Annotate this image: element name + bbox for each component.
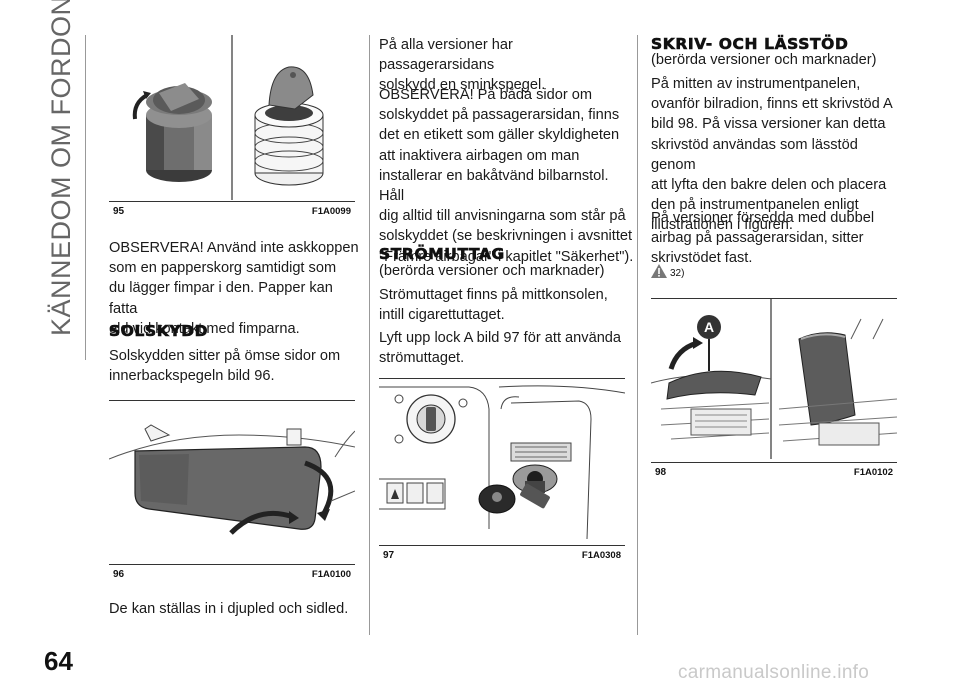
writing-desk-illustration: A — [651, 299, 897, 459]
solskydd-adjust-text: De kan ställas in i djupled och sidled. — [109, 601, 349, 617]
heading-solskydd: SOLSKYDD — [109, 322, 209, 341]
heading-outlet: STRÖMUTTAG — [379, 245, 505, 264]
desk-airbag-text: På versioner försedda med dubbel airbag … — [651, 210, 875, 267]
figure-caption-rule — [651, 462, 897, 463]
warning-reference: 32) — [670, 268, 685, 279]
chapter-side-title: KÄNNEDOM OM FORDONET — [46, 0, 76, 336]
page-number: 64 — [44, 646, 73, 676]
passenger-visor-text: På alla versioner har passagerarsidans s… — [379, 37, 546, 94]
warning-triangle-icon — [651, 264, 667, 283]
ashtray-note: OBSERVERA! Använd inte askkoppen som en … — [109, 240, 359, 337]
side-rule — [85, 35, 86, 360]
figure-95-ashtray: 95 F1A0099 — [109, 35, 355, 225]
figure-97-power-outlet: 97 F1A0308 — [379, 378, 625, 564]
figure-code: F1A0308 — [581, 550, 621, 561]
power-outlet-illustration — [379, 385, 625, 540]
figure-code: F1A0102 — [853, 467, 893, 478]
callout-label: A — [704, 319, 714, 335]
figure-caption-rule — [109, 564, 355, 565]
column-separator-2 — [637, 35, 638, 635]
outlet-text: Strömuttaget finns på mittkonsolen, inti… — [379, 287, 608, 324]
outlet-subtitle: (berörda versioner och marknader) — [379, 263, 605, 279]
figure-code: F1A0100 — [311, 569, 351, 580]
column-separator-1 — [369, 35, 370, 635]
airbag-note: OBSERVERA! På båda sidor om solskyddet p… — [379, 87, 634, 265]
figure-caption-rule — [379, 545, 625, 546]
figure-code: F1A0099 — [311, 206, 351, 217]
ashtray-illustration — [132, 35, 324, 200]
figure-98-writing-desk: A 98 F1A0102 — [651, 298, 897, 481]
figure-96-sunvisor: 96 F1A0100 — [109, 400, 355, 583]
figure-caption-rule — [109, 201, 355, 202]
outlet-instruction: Lyft upp lock A bild 97 för att använda … — [379, 330, 622, 367]
sunvisor-illustration — [109, 424, 355, 535]
desk-text: På mitten av instrumentpanelen, ovanför … — [651, 76, 893, 234]
figure-number: 97 — [383, 550, 395, 561]
desk-subtitle: (berörda versioner och marknader) — [651, 52, 877, 68]
figure-number: 95 — [113, 206, 125, 217]
heading-desk: SKRIV- OCH LÄSSTÖD — [651, 35, 849, 54]
watermark: carmanualsonline.info — [678, 662, 870, 683]
solskydd-text: Solskydden sitter på ömse sidor om inner… — [109, 348, 341, 385]
figure-number: 98 — [655, 467, 667, 478]
figure-number: 96 — [113, 569, 125, 580]
